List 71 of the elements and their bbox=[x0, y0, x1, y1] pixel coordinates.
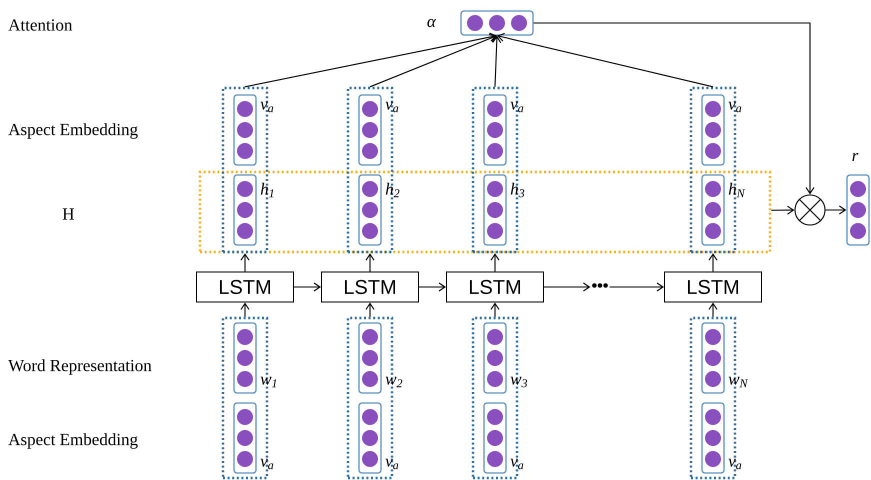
vector-box bbox=[483, 174, 507, 246]
row-label: Aspect Embedding bbox=[8, 433, 138, 449]
arrow bbox=[771, 206, 794, 215]
vector-label: w$_{2}$ bbox=[386, 376, 402, 388]
vector-box bbox=[358, 402, 382, 474]
arrow bbox=[490, 253, 500, 272]
vector-label: v$_{a}$ bbox=[260, 102, 274, 112]
vector-box bbox=[460, 10, 534, 36]
arrow bbox=[366, 302, 374, 317]
arrow bbox=[419, 282, 446, 292]
arrow bbox=[544, 282, 590, 292]
dotted-column-box bbox=[472, 86, 518, 254]
arrow bbox=[610, 282, 664, 292]
lstm-box: LSTM bbox=[446, 272, 544, 302]
vector-box bbox=[701, 94, 725, 166]
vector-box bbox=[701, 322, 725, 394]
vector-label: v$_{a}$ bbox=[510, 458, 524, 470]
dotted-band bbox=[198, 170, 772, 254]
arrow bbox=[497, 32, 714, 88]
vector-label: w$_{1}$ bbox=[260, 376, 276, 388]
vector-label: h$_{3}$ bbox=[510, 182, 524, 198]
row-label: H bbox=[62, 208, 74, 220]
vector-label: w$_{N}$ bbox=[728, 376, 748, 388]
row-label: Attention bbox=[8, 19, 72, 31]
vector-box bbox=[846, 174, 870, 246]
arrow bbox=[826, 206, 846, 214]
vector-label: v$_{a}$ bbox=[510, 102, 524, 112]
arrow bbox=[244, 32, 497, 88]
vector-box bbox=[358, 322, 382, 394]
vector-box bbox=[233, 322, 257, 394]
vector-box bbox=[233, 402, 257, 474]
vector-box bbox=[483, 322, 507, 394]
dotted-column-box bbox=[690, 86, 736, 254]
vector-label: v$_{a}$ bbox=[385, 458, 398, 470]
arrow bbox=[294, 282, 321, 292]
arrow bbox=[366, 253, 374, 272]
row-label: Word Representation bbox=[8, 359, 152, 375]
arrow bbox=[490, 302, 500, 317]
arrow bbox=[708, 302, 718, 317]
vector-box bbox=[701, 174, 725, 246]
vector-label: v$_{a}$ bbox=[260, 458, 274, 470]
vector-label: w$_{3}$ bbox=[510, 376, 528, 388]
lstm-box: LSTM bbox=[664, 272, 762, 302]
vector-box bbox=[701, 402, 725, 474]
vector-label: h$_{2}$ bbox=[386, 182, 400, 198]
dotted-column-box bbox=[346, 86, 394, 254]
vector-box bbox=[483, 94, 507, 166]
dotted-column-box bbox=[222, 86, 268, 254]
lstm-box: LSTM bbox=[196, 272, 294, 302]
arrow bbox=[708, 253, 718, 272]
arrow bbox=[240, 302, 250, 317]
arrow bbox=[534, 22, 814, 194]
vector-label: v$_{a}$ bbox=[385, 102, 398, 112]
vector-box bbox=[483, 402, 507, 474]
ellipsis: ••• bbox=[592, 283, 608, 288]
row-label: Aspect Embedding bbox=[8, 123, 138, 139]
vector-label: α bbox=[427, 18, 436, 28]
vector-label: r bbox=[852, 153, 858, 161]
lstm-box: LSTM bbox=[321, 272, 419, 302]
vector-box bbox=[358, 174, 382, 246]
vector-box bbox=[358, 94, 382, 166]
vector-box bbox=[233, 174, 257, 246]
vector-label: v$_{a}$ bbox=[728, 102, 742, 112]
arrow bbox=[240, 253, 250, 272]
arrow bbox=[370, 34, 497, 88]
vector-box bbox=[233, 94, 257, 166]
vector-label: h$_{1}$ bbox=[260, 182, 274, 198]
arrow bbox=[492, 36, 502, 87]
vector-label: h$_{N}$ bbox=[728, 182, 746, 198]
multiply-circle bbox=[794, 194, 826, 226]
vector-label: v$_{a}$ bbox=[728, 458, 742, 470]
